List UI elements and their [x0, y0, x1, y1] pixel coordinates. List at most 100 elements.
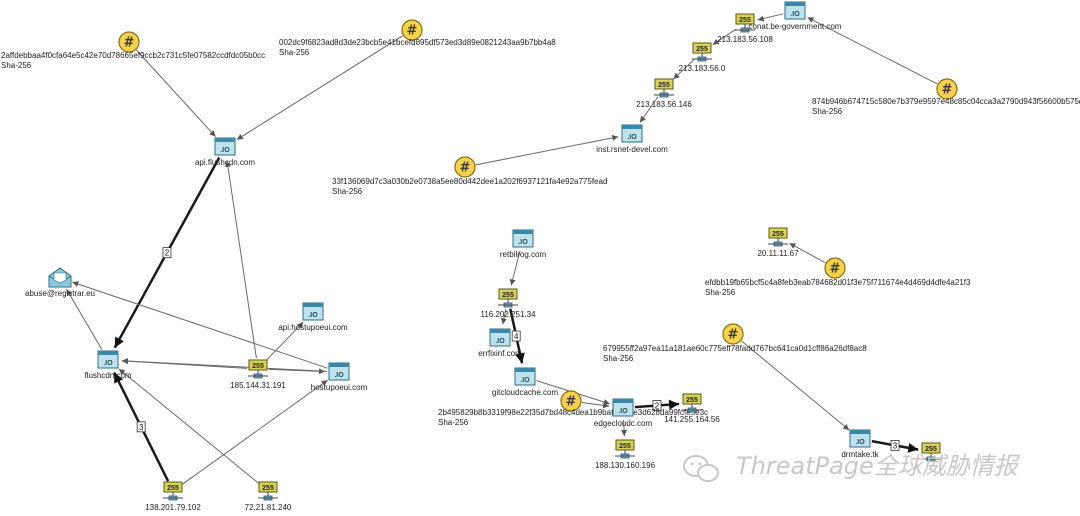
ip-address-icon: 255 [654, 78, 674, 98]
domain-label: api.flushcdn.com [195, 158, 255, 167]
node-hash_33f1[interactable]: #33f136069d7c3a030b2e0738a5ee80d442dee1a… [332, 156, 607, 196]
edge-api_flushcdn-flushcdn: 2 [113, 156, 221, 349]
edge-hash_2aff-api_flushcdn [136, 49, 216, 138]
node-flushcdn[interactable]: .IO flushcdn.com [84, 350, 132, 380]
svg-text:.IO: .IO [495, 338, 505, 345]
domain-window-icon: .IO [214, 137, 236, 156]
ip-label: 213.183.56.146 [636, 100, 692, 109]
ip-address-icon: 255 [248, 359, 268, 379]
edge-line [673, 59, 695, 80]
domain-window-icon: .IO [512, 229, 534, 248]
domain-label: flushcdn.com [84, 371, 131, 380]
envelope-icon [48, 267, 72, 288]
node-retbilrog[interactable]: .IO retbilrog.com [500, 229, 547, 259]
ip-label: 141.255.164.56 [664, 415, 720, 424]
hash-value-label: 2b495829b8b3319f98e22f35d7bd48c4dea1b9ba… [438, 408, 708, 417]
svg-text:.IO: .IO [334, 372, 344, 379]
svg-text:255: 255 [696, 46, 708, 53]
hash-type-label: Sha-256 [438, 418, 469, 427]
node-hash_efdb[interactable]: #efdbb19fb65bcf5c4a8feb3eab784682d01f3e7… [705, 257, 971, 297]
edge-ip_213_0-ip_213_146 [673, 59, 695, 80]
hash-icon [824, 257, 846, 279]
node-hash_002d[interactable]: #002dc9f6823ad8d3de23bcb5e41bcefd895df57… [279, 19, 556, 57]
edge-retbilrog-ip_116 [509, 250, 521, 286]
hash-icon [118, 31, 140, 53]
svg-text:.IO: .IO [627, 134, 637, 141]
hash-symbol-icon: # [407, 24, 418, 39]
ip-address-icon: 255 [921, 442, 941, 462]
node-hash_2aff[interactable]: #2affdebbaa4f0cfa64e5c42e70d78665ef9ccb2… [1, 31, 265, 70]
node-hash_2b49[interactable]: #2b495829b8b3319f98e22f35d7bd48c4dea1b9b… [438, 390, 708, 427]
edge-line [66, 288, 103, 350]
edge-hash_874b-conat [807, 16, 938, 85]
edge-hostupoeui-flushcdn [121, 358, 328, 372]
hash-type-label: Sha-256 [603, 354, 634, 363]
svg-text:255: 255 [658, 82, 670, 89]
edge-ip_138-hostupoeui [181, 379, 328, 485]
domain-label: edgecloudc.com [594, 419, 653, 428]
edge-count-label: 3 [139, 423, 144, 432]
ip-address-icon: 255 [735, 13, 755, 33]
node-ip_213_146[interactable]: 255 213.183.56.146 [636, 78, 692, 109]
edge-line [236, 35, 403, 140]
svg-text:.IO: .IO [518, 239, 528, 246]
ip-label: 138.201.79.102 [145, 503, 201, 512]
edge-line [639, 96, 659, 123]
edge-line [72, 281, 328, 369]
svg-text:255: 255 [619, 443, 631, 450]
node-ip_72[interactable]: 255 72.21.81.240 [245, 481, 292, 512]
domain-window-icon: .IO [97, 350, 119, 369]
node-ip_188[interactable]: 255 188.130.160.196 [595, 439, 656, 470]
node-ip_drm[interactable]: 255 [921, 442, 941, 462]
ip-address-icon: 255 [258, 481, 278, 501]
edge-ip_213_146-inst [639, 96, 659, 123]
node-api_flushcdn[interactable]: .IO api.flushcdn.com [195, 137, 255, 167]
edge-ip_72-flushcdn [118, 368, 260, 485]
edge-ip_116-gitcloudcache: 4 [509, 308, 525, 364]
domain-window-icon: .IO [328, 362, 350, 381]
node-hash_874b[interactable]: #874b946b674715c580e7b379e9597e48c85c04c… [812, 78, 1080, 116]
edge-count-label: 2 [165, 249, 170, 258]
ip-label: 72.21.81.240 [245, 503, 292, 512]
domain-label: retbilrog.com [500, 250, 547, 259]
domain-window-icon: .IO [302, 302, 324, 321]
hash-symbol-icon: # [460, 161, 471, 176]
ip-address-icon: 255 [498, 288, 518, 308]
hash-symbol-icon: # [728, 328, 739, 343]
edge-count-box [511, 330, 521, 342]
hash-value-label: efdbb19fb65bcf5c4a8feb3eab784682d01f3e75… [705, 278, 971, 287]
svg-text:.IO: .IO [855, 439, 865, 446]
hash-value-label: 33f136069d7c3a030b2e0738a5ee80d442dee1a2… [332, 177, 607, 186]
ip-address-icon: 255 [682, 393, 702, 413]
watermark: ThreatPage全球威胁情报 [683, 452, 1021, 482]
ip-label: 188.130.160.196 [595, 461, 656, 470]
edge-count-label: 2 [655, 402, 660, 411]
hash-type-label: Sha-256 [332, 187, 363, 196]
node-ip_141[interactable]: 255 141.255.164.56 [664, 393, 720, 424]
hash-symbol-icon: # [942, 83, 953, 98]
svg-text:255: 255 [772, 231, 784, 238]
node-abuse[interactable]: abuse@registrar.eu [25, 267, 95, 298]
domain-label: gitcloudcache.com [492, 388, 559, 397]
edge-flushcdn-abuse [66, 288, 103, 350]
svg-text:255: 255 [252, 363, 264, 370]
node-hash_6799[interactable]: #679955ff2a97ea11a181ae60c775eff78fadd76… [603, 323, 867, 363]
svg-text:.IO: .IO [618, 408, 628, 415]
node-edgecloudc[interactable]: .IO edgecloudc.com [594, 398, 653, 428]
hash-type-label: Sha-256 [279, 48, 310, 57]
